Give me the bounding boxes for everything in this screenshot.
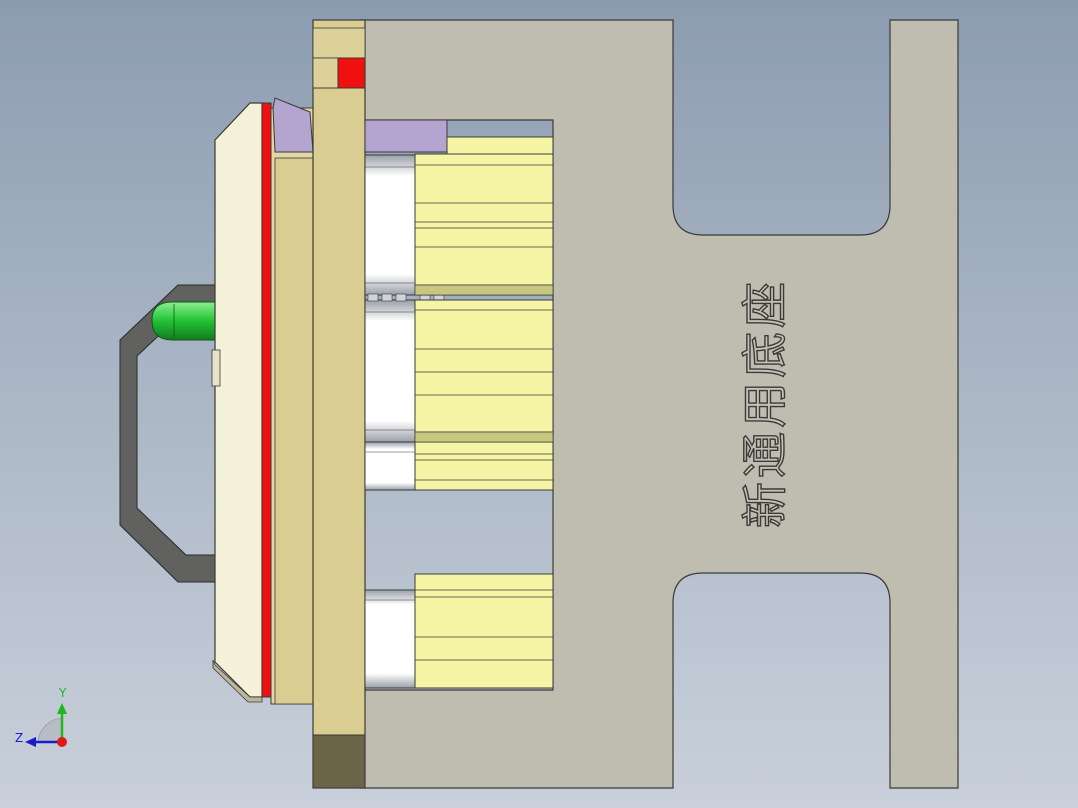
- yellow-insert-1: [414, 153, 554, 296]
- green-pin: [151, 301, 217, 341]
- axis-z-label: Z: [15, 731, 24, 745]
- mold-plate-top-cap: [312, 27, 366, 59]
- axis-origin: [57, 737, 67, 747]
- white-cylinder-4: [364, 589, 416, 689]
- yellow-insert-4: [414, 573, 554, 689]
- axis-y-label: Y: [59, 686, 67, 700]
- yellow-insert-top: [446, 136, 554, 155]
- axis-triad-plane: [37, 717, 63, 743]
- axis-y-arrow: [57, 703, 67, 714]
- yellow-insert-shadow-band-2: [414, 284, 554, 296]
- cream-plate-bevel: [212, 659, 263, 703]
- yellow-insert-shadow-band: [414, 431, 554, 443]
- white-cylinder-2: [364, 299, 416, 443]
- spacer-pins: [367, 293, 445, 302]
- cylinder-rings: [365, 166, 415, 601]
- red-marker-block: [337, 57, 366, 89]
- white-cylinder-3: [364, 441, 416, 491]
- engraved-label: 新通用底座: [737, 277, 792, 528]
- mold-plate-notch: [312, 57, 339, 89]
- white-cylinder-1: [364, 154, 416, 296]
- main-mold-plate: [312, 19, 366, 789]
- mold-plate-dark-end: [312, 734, 366, 789]
- axis-triad: [25, 703, 67, 747]
- lavender-wedge: [272, 97, 314, 153]
- lavender-bar: [364, 119, 448, 153]
- latch-tab: [211, 349, 221, 387]
- red-stripe: [261, 102, 272, 698]
- yellow-insert-3: [414, 441, 554, 491]
- tan-plate-inner: [274, 157, 314, 705]
- axis-z-arrow: [25, 737, 36, 747]
- yellow-insert-2: [414, 299, 554, 443]
- cream-front-plate: [214, 102, 263, 698]
